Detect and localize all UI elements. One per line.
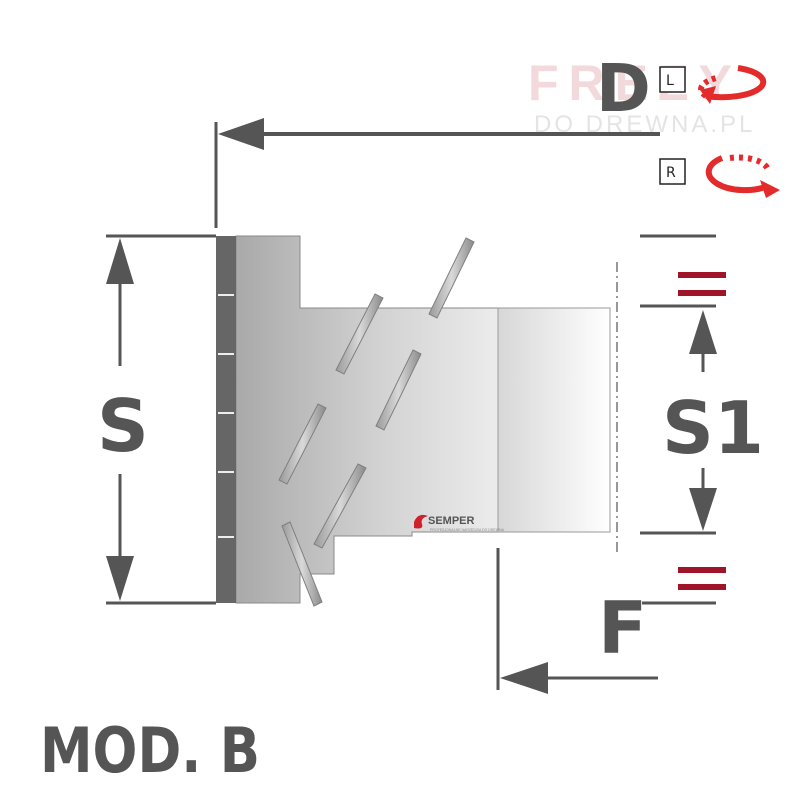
cutter-flange <box>216 236 236 603</box>
knife <box>428 237 475 319</box>
flange-arrowhead <box>500 662 548 694</box>
diameter-label: D <box>596 50 651 127</box>
rotation-left-icon <box>698 65 767 104</box>
rotation-left-box <box>659 66 686 93</box>
watermark-brand: FREZY <box>528 55 742 111</box>
model-label: MOD. B <box>40 714 260 787</box>
rotation-right-icon <box>705 154 780 198</box>
knife <box>281 521 323 607</box>
knife <box>375 349 422 431</box>
cutter-body <box>216 235 611 604</box>
rotation-right-label: R <box>666 165 676 181</box>
semper-logo-tagline: PROFESJONALNE NARZĘDZIA DO DREWNA <box>430 528 505 532</box>
knife <box>335 293 384 375</box>
cutting-height-arrow-top <box>689 310 717 354</box>
cutting-height-label: S1 <box>662 386 764 470</box>
flange-label: F <box>598 586 647 670</box>
semper-logo-text: SEMPER <box>428 515 475 527</box>
height-arrow-top <box>106 238 134 284</box>
diameter-arrowhead <box>218 118 264 150</box>
cutting-height-arrow-bottom <box>689 488 717 531</box>
rotation-left-label: L <box>666 73 674 89</box>
flange-ticks <box>218 294 234 538</box>
height-label: S <box>97 384 149 468</box>
equal-sign-bottom <box>678 567 726 590</box>
cutter-hub <box>497 307 611 533</box>
knife <box>313 463 367 549</box>
rotation-right-box <box>659 158 686 185</box>
cutter-knives <box>278 237 475 607</box>
semper-logo: SEMPER PROFESJONALNE NARZĘDZIA DO DREWNA <box>414 514 505 532</box>
knife <box>278 403 327 485</box>
height-arrow-bottom <box>106 556 134 601</box>
equal-sign-top <box>678 272 726 296</box>
